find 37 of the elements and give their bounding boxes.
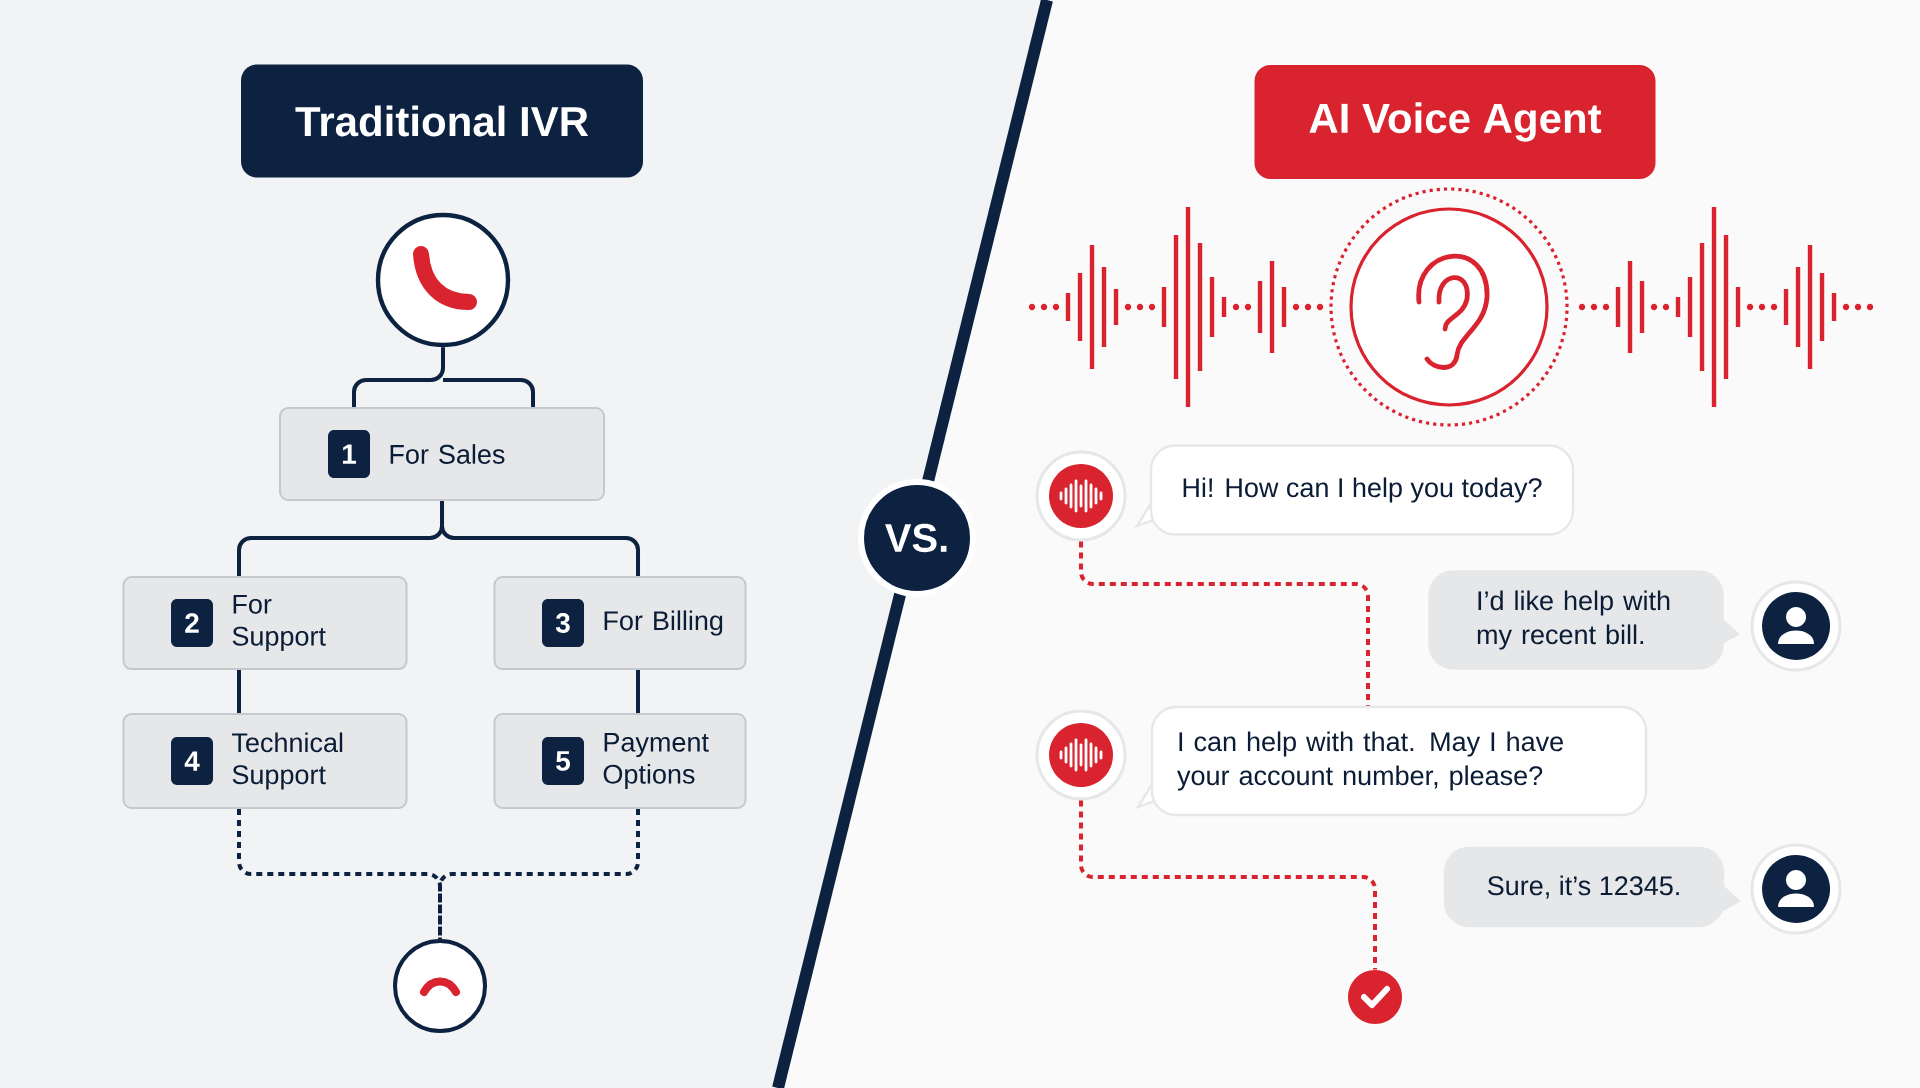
option-label: For Support xyxy=(232,594,326,652)
speech-bubble: I can help with that. May I have your account number, please? xyxy=(1135,705,1648,817)
option-label: For Billing xyxy=(604,610,723,636)
hang-up-icon xyxy=(393,939,487,1033)
number-badge: 1 xyxy=(328,430,370,478)
speech-bubble: Sure, it’s 12345. xyxy=(1443,846,1742,928)
connector xyxy=(440,501,640,576)
speech-bubble: I’d like help with my recent bill. xyxy=(1428,570,1741,670)
option-label: Technical Support xyxy=(232,732,343,790)
menu-option-box xyxy=(122,713,408,809)
vs-badge: VS. xyxy=(858,479,976,597)
number-badge: 2 xyxy=(171,599,213,647)
connector xyxy=(636,670,640,713)
voice-agent-avatar xyxy=(1035,709,1127,801)
menu-option-box xyxy=(279,407,605,501)
title-banner: AI Voice Agent xyxy=(1254,65,1656,179)
voice-agent-avatar xyxy=(1035,450,1127,542)
title-banner: Traditional IVR xyxy=(241,64,643,178)
ear-icon xyxy=(1349,207,1549,407)
number-badge: 3 xyxy=(542,599,584,647)
menu-option-box xyxy=(493,576,747,670)
connector xyxy=(237,809,442,939)
speech-bubble: Hi! How can I help you today? xyxy=(1134,444,1575,536)
menu-option-box xyxy=(122,576,408,670)
option-label: For Sales xyxy=(390,444,505,464)
menu-option-box xyxy=(493,713,747,809)
connector xyxy=(1079,541,1370,706)
phone-icon xyxy=(375,212,511,348)
option-label: Payment Options xyxy=(603,732,709,790)
connector xyxy=(237,670,241,713)
user-avatar xyxy=(1750,580,1842,672)
check-icon xyxy=(1348,970,1402,1024)
number-badge: 5 xyxy=(542,737,584,785)
connector xyxy=(1079,800,1377,970)
number-badge: 4 xyxy=(171,737,213,785)
connector xyxy=(438,809,640,939)
user-avatar xyxy=(1750,843,1842,935)
